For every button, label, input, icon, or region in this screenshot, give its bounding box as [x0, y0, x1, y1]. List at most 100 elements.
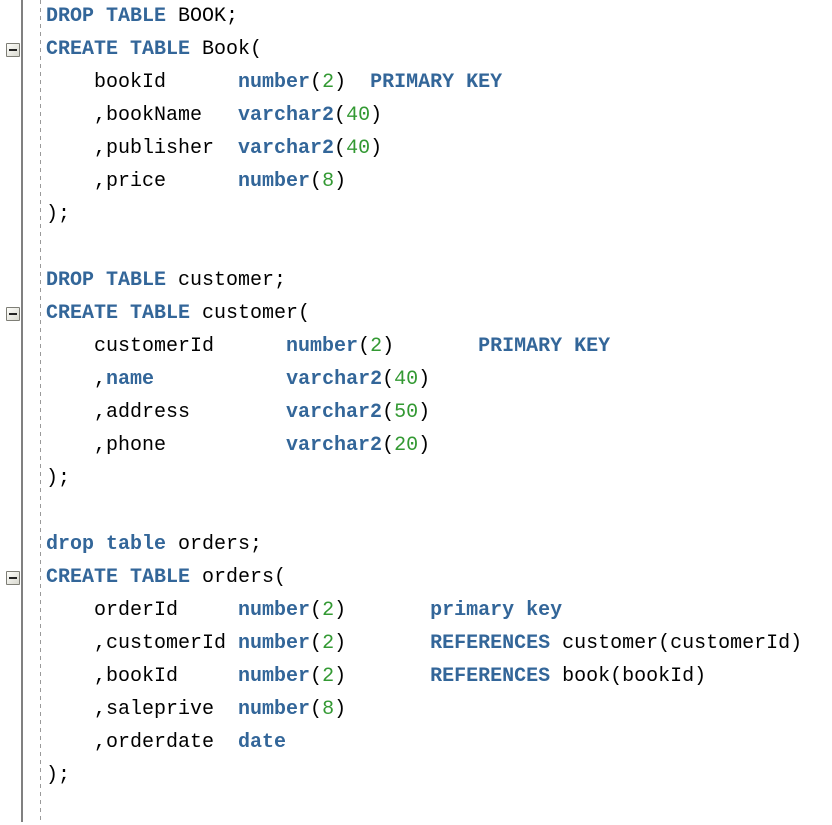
- plain-code-token: ,phone: [46, 434, 287, 457]
- sql-keyword-token: number: [286, 335, 359, 358]
- plain-code-token: ): [334, 665, 431, 688]
- plain-code-token: ,: [46, 368, 107, 391]
- code-line: CREATE TABLE orders(: [46, 561, 802, 594]
- code-line: ,address varchar2(50): [46, 396, 802, 429]
- plain-code-token: ,publisher: [46, 137, 239, 160]
- code-line: [46, 495, 802, 528]
- plain-code-token: orders(: [190, 566, 287, 589]
- plain-code-token: BOOK;: [166, 5, 239, 28]
- plain-code-token: customer(: [190, 302, 311, 325]
- sql-keyword-token: PRIMARY KEY: [478, 335, 611, 358]
- number-literal-token: 8: [322, 698, 335, 721]
- code-line: ,saleprive number(8): [46, 693, 802, 726]
- sql-keyword-token: CREATE TABLE: [46, 566, 191, 589]
- code-line: CREATE TABLE Book(: [46, 33, 802, 66]
- plain-code-token: ,price: [46, 170, 239, 193]
- plain-code-token: (: [310, 170, 323, 193]
- fold-collapse-button[interactable]: [6, 571, 20, 585]
- plain-code-token: ): [334, 632, 431, 655]
- plain-code-token: ): [370, 137, 383, 160]
- gutter-divider-line: [21, 0, 23, 822]
- code-line: DROP TABLE BOOK;: [46, 0, 802, 33]
- number-literal-token: 40: [394, 368, 419, 391]
- number-literal-token: 2: [322, 632, 335, 655]
- code-line: [46, 792, 802, 825]
- plain-code-token: (: [382, 401, 395, 424]
- sql-keyword-token: number: [238, 632, 311, 655]
- plain-code-token: );: [46, 764, 71, 787]
- plain-code-token: ): [334, 170, 347, 193]
- plain-code-token: (: [310, 599, 323, 622]
- code-line: ,bookId number(2) REFERENCES book(bookId…: [46, 660, 802, 693]
- code-line: ,price number(8): [46, 165, 802, 198]
- minus-icon: [9, 49, 17, 51]
- code-line: );: [46, 759, 802, 792]
- number-literal-token: 40: [346, 137, 371, 160]
- code-line: ,customerId number(2) REFERENCES custome…: [46, 627, 802, 660]
- code-line: [46, 231, 802, 264]
- plain-code-token: ): [382, 335, 479, 358]
- plain-code-token: ,saleprive: [46, 698, 239, 721]
- code-line: ,phone varchar2(20): [46, 429, 802, 462]
- number-literal-token: 2: [322, 665, 335, 688]
- sql-keyword-token: PRIMARY KEY: [370, 71, 503, 94]
- plain-code-token: (: [334, 137, 347, 160]
- code-line: );: [46, 198, 802, 231]
- plain-code-token: bookId: [46, 71, 239, 94]
- plain-code-token: ): [334, 698, 347, 721]
- number-literal-token: 2: [322, 71, 335, 94]
- fold-collapse-button[interactable]: [6, 43, 20, 57]
- sql-keyword-token: DROP TABLE: [46, 269, 167, 292]
- plain-code-token: ,address: [46, 401, 287, 424]
- code-area[interactable]: DROP TABLE BOOK;CREATE TABLE Book( bookI…: [46, 0, 802, 825]
- plain-code-token: book(bookId): [550, 665, 707, 688]
- number-literal-token: 8: [322, 170, 335, 193]
- code-line: ,name varchar2(40): [46, 363, 802, 396]
- sql-keyword-token: varchar2: [238, 137, 335, 160]
- plain-code-token: (: [358, 335, 371, 358]
- number-literal-token: 40: [346, 104, 371, 127]
- minus-icon: [9, 313, 17, 315]
- sql-keyword-token: varchar2: [286, 368, 383, 391]
- number-literal-token: 2: [370, 335, 383, 358]
- plain-code-token: [154, 368, 286, 391]
- plain-code-token: ,customerId: [46, 632, 239, 655]
- plain-code-token: (: [310, 665, 323, 688]
- code-line: ,publisher varchar2(40): [46, 132, 802, 165]
- plain-code-token: Book(: [190, 38, 263, 61]
- sql-keyword-token: number: [238, 71, 311, 94]
- sql-keyword-token: varchar2: [238, 104, 335, 127]
- plain-code-token: (: [310, 71, 323, 94]
- fold-collapse-button[interactable]: [6, 307, 20, 321]
- sql-keyword-token: DROP TABLE: [46, 5, 167, 28]
- plain-code-token: ): [334, 71, 371, 94]
- number-literal-token: 20: [394, 434, 419, 457]
- sql-keyword-token: REFERENCES: [430, 632, 551, 655]
- plain-code-token: (: [310, 698, 323, 721]
- plain-code-token: (: [382, 434, 395, 457]
- plain-code-token: (: [334, 104, 347, 127]
- plain-code-token: ): [418, 434, 431, 457]
- plain-code-token: customer;: [166, 269, 287, 292]
- sql-keyword-token: REFERENCES: [430, 665, 551, 688]
- plain-code-token: ): [418, 368, 431, 391]
- minus-icon: [9, 577, 17, 579]
- code-line: customerId number(2) PRIMARY KEY: [46, 330, 802, 363]
- code-line: DROP TABLE customer;: [46, 264, 802, 297]
- number-literal-token: 2: [322, 599, 335, 622]
- number-literal-token: 50: [394, 401, 419, 424]
- plain-code-token: orderId: [46, 599, 239, 622]
- code-line: );: [46, 462, 802, 495]
- plain-code-token: (: [382, 368, 395, 391]
- sql-keyword-token: number: [238, 698, 311, 721]
- plain-code-token: customerId: [46, 335, 287, 358]
- sql-keyword-token: number: [238, 665, 311, 688]
- code-line: drop table orders;: [46, 528, 802, 561]
- code-line: CREATE TABLE customer(: [46, 297, 802, 330]
- plain-code-token: ,bookId: [46, 665, 239, 688]
- sql-keyword-token: drop table: [46, 533, 167, 556]
- plain-code-token: );: [46, 467, 71, 490]
- plain-code-token: customer(customerId): [550, 632, 803, 655]
- plain-code-token: ,bookName: [46, 104, 239, 127]
